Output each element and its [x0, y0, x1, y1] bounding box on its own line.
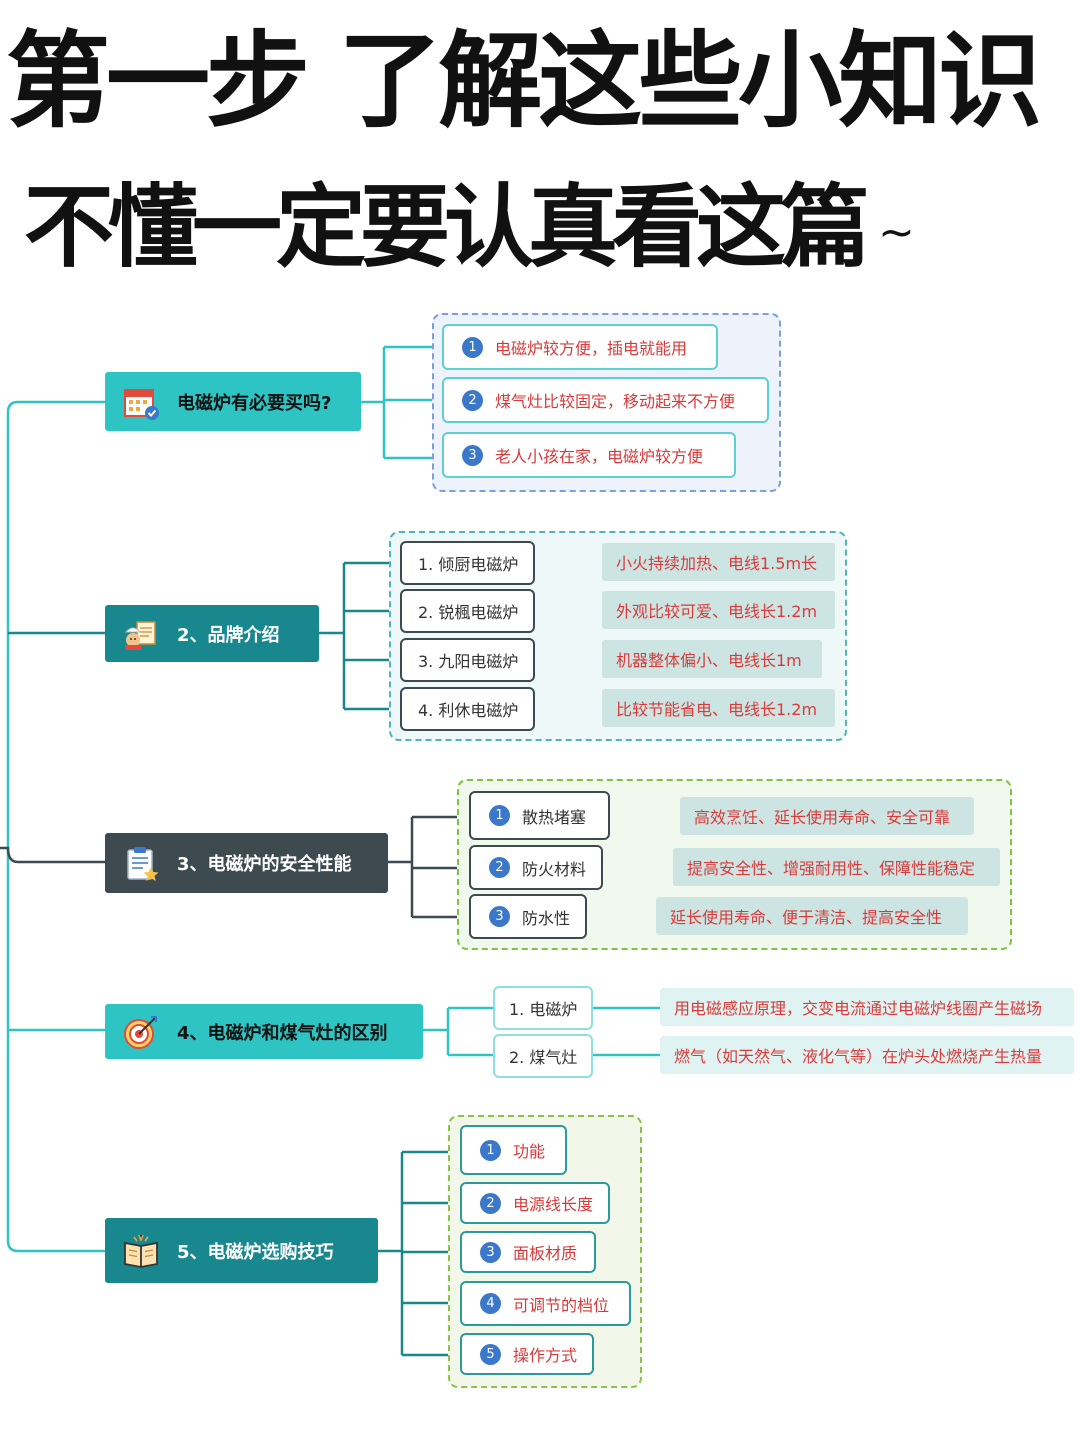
- b3-item-2-text: 防火材料: [522, 859, 587, 879]
- b2-detail-3-text: 机器整体偏小、电线长1m: [616, 651, 802, 670]
- b4-item-1[interactable]: 1. 电磁炉: [493, 986, 593, 1030]
- title-line-2: 不懂一定要认真看这篇~: [24, 176, 915, 280]
- b5-item-4[interactable]: 4 可调节的档位: [460, 1281, 631, 1326]
- book-icon: [124, 1234, 158, 1268]
- b1-item-3[interactable]: 3 老人小孩在家，电磁炉较方便: [442, 432, 736, 478]
- b5-item-4-text: 可调节的档位: [513, 1295, 610, 1315]
- b5-item-5[interactable]: 5 操作方式: [460, 1333, 594, 1375]
- number-badge: 1: [489, 805, 510, 826]
- b2-detail-4-text: 比较节能省电、电线长1.2m: [616, 700, 818, 719]
- b4-leaf-lines: [593, 1006, 660, 1057]
- b1-item-3-text: 老人小孩在家，电磁炉较方便: [495, 447, 704, 466]
- b3-detail-2: 提高安全性、增强耐用性、保障性能稳定: [673, 848, 1000, 886]
- title-line-1: 第一步 了解这些小知识: [6, 20, 1042, 142]
- branch-5-label: 5、电磁炉选购技巧: [177, 1241, 334, 1263]
- b3-item-2[interactable]: 2 防火材料: [469, 845, 603, 890]
- b4-detail-1-text: 用电磁感应原理，交变电流通过电磁炉线圈产生磁场: [674, 999, 1043, 1018]
- b2-detail-3: 机器整体偏小、电线长1m: [602, 640, 822, 678]
- b3-item-1-text: 散热堵塞: [522, 807, 587, 827]
- b2-detail-2: 外观比较可爱、电线长1.2m: [602, 591, 835, 629]
- b3-item-1[interactable]: 1 散热堵塞: [469, 791, 610, 840]
- calendar-check-icon: [124, 388, 159, 420]
- branch-5-node[interactable]: 5、电磁炉选购技巧: [105, 1218, 378, 1283]
- b1-item-2[interactable]: 2 煤气灶比较固定，移动起来不方便: [442, 377, 769, 423]
- branch-4-node[interactable]: 4、电磁炉和煤气灶的区别: [105, 1004, 423, 1059]
- b3-connector: [388, 815, 469, 919]
- number-badge: 3: [462, 444, 483, 466]
- b2-detail-4: 比较节能省电、电线长1.2m: [602, 689, 835, 727]
- clipboard-star-icon: [127, 847, 159, 881]
- b4-item-2-text: 2. 煤气灶: [509, 1048, 578, 1067]
- b3-item-3-text: 防水性: [522, 908, 571, 928]
- branch-1-node[interactable]: 电磁炉有必要买吗?: [105, 372, 361, 431]
- branch-2-node[interactable]: 2、品牌介绍: [105, 605, 319, 662]
- b3-detail-2-text: 提高安全性、增强耐用性、保障性能稳定: [687, 859, 976, 878]
- b5-item-2[interactable]: 2 电源线长度: [460, 1182, 610, 1224]
- b2-brand-2-text: 2. 锐楓电磁炉: [418, 603, 519, 622]
- b5-connector: [378, 1150, 460, 1357]
- number-badge: 2: [480, 1192, 501, 1214]
- b2-connector: [319, 561, 400, 711]
- branch-3-node[interactable]: 3、电磁炉的安全性能: [105, 833, 388, 893]
- b2-brand-3-text: 3. 九阳电磁炉: [418, 652, 519, 671]
- trunk-line: [6, 400, 105, 1253]
- b1-connector: [361, 345, 442, 460]
- b2-brand-4[interactable]: 4. 利休电磁炉: [400, 687, 535, 731]
- b4-detail-2-text: 燃气（如天然气、液化气等）在炉头处燃烧产生热量: [674, 1047, 1043, 1066]
- number-badge: 5: [480, 1343, 501, 1365]
- number-badge: 3: [480, 1241, 501, 1263]
- b2-brand-3[interactable]: 3. 九阳电磁炉: [400, 638, 535, 682]
- b5-item-1[interactable]: 1 功能: [460, 1125, 567, 1175]
- chef-icon: [124, 620, 156, 650]
- number-badge: 1: [462, 336, 483, 358]
- trunk-branch-3: [0, 846, 105, 864]
- number-badge: 2: [489, 857, 510, 878]
- branch-4-label: 4、电磁炉和煤气灶的区别: [177, 1022, 388, 1044]
- b5-item-5-text: 操作方式: [513, 1346, 578, 1365]
- branch-1-label: 电磁炉有必要买吗?: [177, 392, 332, 414]
- number-badge: 2: [462, 389, 483, 411]
- b2-detail-2-text: 外观比较可爱、电线长1.2m: [616, 602, 818, 621]
- b3-item-3[interactable]: 3 防水性: [469, 894, 587, 939]
- b2-brand-1-text: 1. 倾厨电磁炉: [418, 555, 519, 574]
- b4-connector: [423, 1006, 493, 1057]
- b3-detail-1-text: 高效烹饪、延长使用寿命、安全可靠: [694, 808, 951, 827]
- b4-item-1-text: 1. 电磁炉: [509, 1000, 578, 1019]
- b2-detail-1-text: 小火持续加热、电线1.5m长: [616, 554, 818, 573]
- b2-brand-2[interactable]: 2. 锐楓电磁炉: [400, 589, 535, 633]
- b3-detail-3-text: 延长使用寿命、便于清洁、提高安全性: [670, 908, 943, 927]
- number-badge: 3: [489, 906, 510, 927]
- b1-item-1[interactable]: 1 电磁炉较方便，插电就能用: [442, 324, 718, 370]
- b4-detail-2: 燃气（如天然气、液化气等）在炉头处燃烧产生热量: [660, 1036, 1074, 1074]
- b4-item-2[interactable]: 2. 煤气灶: [493, 1034, 593, 1078]
- number-badge: 4: [480, 1293, 501, 1314]
- b3-detail-1: 高效烹饪、延长使用寿命、安全可靠: [680, 797, 974, 835]
- branch-2-label: 2、品牌介绍: [177, 624, 280, 646]
- b2-brand-1[interactable]: 1. 倾厨电磁炉: [400, 541, 535, 585]
- b1-item-1-text: 电磁炉较方便，插电就能用: [495, 339, 688, 358]
- b5-item-3[interactable]: 3 面板材质: [460, 1231, 596, 1273]
- b2-brand-4-text: 4. 利休电磁炉: [418, 701, 519, 720]
- branch-3-label: 3、电磁炉的安全性能: [177, 854, 352, 875]
- b5-item-1-text: 功能: [513, 1142, 546, 1161]
- b3-detail-3: 延长使用寿命、便于清洁、提高安全性: [656, 897, 968, 935]
- b5-item-3-text: 面板材质: [513, 1244, 578, 1263]
- b2-detail-1: 小火持续加热、电线1.5m长: [602, 543, 835, 581]
- b4-detail-1: 用电磁感应原理，交变电流通过电磁炉线圈产生磁场: [660, 988, 1074, 1026]
- b1-item-2-text: 煤气灶比较固定，移动起来不方便: [495, 392, 736, 411]
- target-icon: [124, 1015, 157, 1049]
- title-line-2-text: 不懂一定要认真看这篇: [24, 175, 870, 280]
- title-tilde: ~: [878, 206, 915, 258]
- number-badge: 1: [480, 1139, 501, 1161]
- b5-item-2-text: 电源线长度: [513, 1195, 594, 1214]
